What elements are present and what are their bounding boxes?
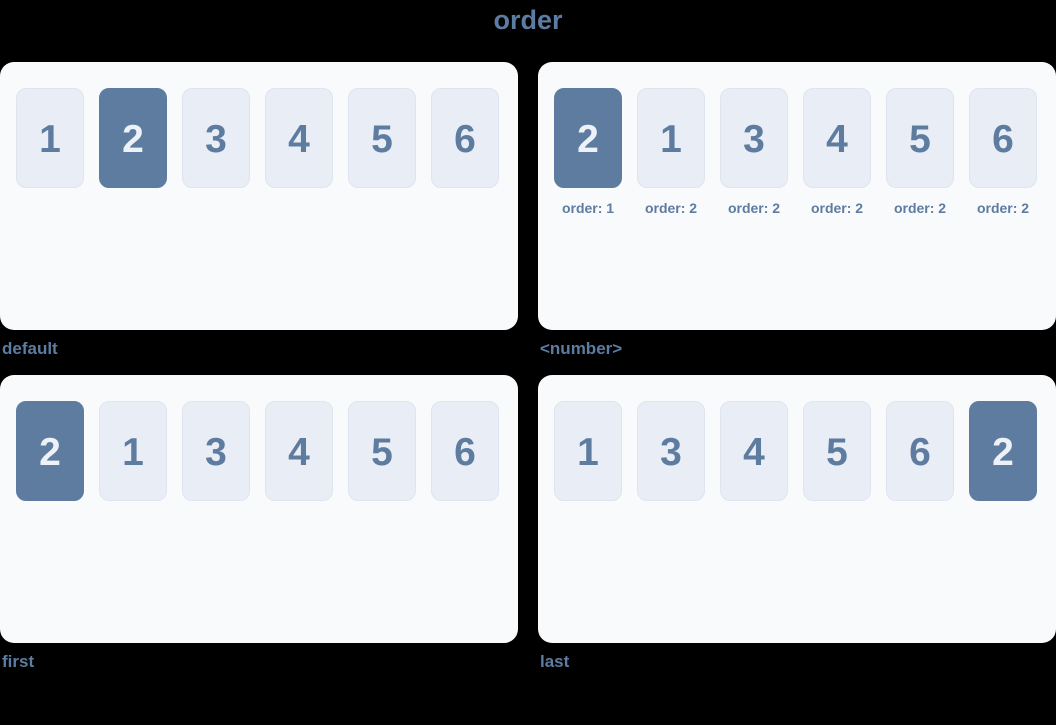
demo-cell-default: 1 2 3 4 5 6 default (0, 62, 518, 375)
box-3: 3 (720, 88, 788, 188)
box-5: 5 (348, 401, 416, 501)
flex-item: 1 order: 2 (637, 88, 705, 216)
box-1: 1 (16, 88, 84, 188)
flex-item: 6 order: 2 (969, 88, 1037, 216)
box-2-highlighted: 2 (969, 401, 1037, 501)
demo-cell-first: 2 1 3 4 5 6 first (0, 375, 518, 688)
panel-caption-number: <number> (540, 339, 623, 358)
flex-item: 6 (431, 88, 499, 188)
box-4: 4 (265, 88, 333, 188)
demo-cell-last: 1 3 4 5 6 2 last (538, 375, 1056, 688)
panel-default: 1 2 3 4 5 6 (0, 62, 518, 330)
order-value-label: order: 2 (810, 200, 864, 216)
panel-number: 2 order: 1 1 order: 2 3 order: 2 4 order… (538, 62, 1056, 330)
panel-last: 1 3 4 5 6 2 (538, 375, 1056, 643)
box-1: 1 (637, 88, 705, 188)
box-1: 1 (554, 401, 622, 501)
order-value-label: order: 2 (644, 200, 698, 216)
box-5: 5 (886, 88, 954, 188)
order-value-label: order: 2 (976, 200, 1030, 216)
flex-item: 2 (16, 401, 84, 501)
flex-item: 1 (99, 401, 167, 501)
box-4: 4 (720, 401, 788, 501)
flex-item: 1 (16, 88, 84, 188)
box-1: 1 (99, 401, 167, 501)
box-2-highlighted: 2 (554, 88, 622, 188)
box-6: 6 (886, 401, 954, 501)
box-4: 4 (265, 401, 333, 501)
flex-item: 1 (554, 401, 622, 501)
flex-item: 4 order: 2 (803, 88, 871, 216)
flex-item: 4 (265, 401, 333, 501)
flex-item: 4 (265, 88, 333, 188)
flex-item: 3 (637, 401, 705, 501)
panel-caption-first: first (2, 652, 35, 671)
box-6: 6 (969, 88, 1037, 188)
flex-item: 3 (182, 401, 250, 501)
demo-grid: 1 2 3 4 5 6 default 2 order: 1 1 order: … (0, 62, 1056, 688)
box-4: 4 (803, 88, 871, 188)
flex-item: 5 (348, 401, 416, 501)
flex-item: 5 order: 2 (886, 88, 954, 216)
flex-item: 5 (348, 88, 416, 188)
box-6: 6 (431, 88, 499, 188)
box-6: 6 (431, 401, 499, 501)
flex-item: 4 (720, 401, 788, 501)
page-title: order (493, 5, 563, 35)
order-value-label: order: 2 (727, 200, 781, 216)
panel-caption-default: default (2, 339, 58, 358)
box-5: 5 (803, 401, 871, 501)
flex-item: 2 (969, 401, 1037, 501)
box-3: 3 (637, 401, 705, 501)
flex-item: 6 (886, 401, 954, 501)
box-3: 3 (182, 88, 250, 188)
flex-item: 2 (99, 88, 167, 188)
demo-cell-number: 2 order: 1 1 order: 2 3 order: 2 4 order… (538, 62, 1056, 375)
panel-caption-last: last (540, 652, 570, 671)
flex-item: 5 (803, 401, 871, 501)
box-3: 3 (182, 401, 250, 501)
panel-first: 2 1 3 4 5 6 (0, 375, 518, 643)
flex-item: 3 order: 2 (720, 88, 788, 216)
order-value-label: order: 2 (893, 200, 947, 216)
flex-item: 3 (182, 88, 250, 188)
box-2-highlighted: 2 (99, 88, 167, 188)
box-5: 5 (348, 88, 416, 188)
order-value-label: order: 1 (561, 200, 615, 216)
flex-item: 6 (431, 401, 499, 501)
box-2-highlighted: 2 (16, 401, 84, 501)
flex-item: 2 order: 1 (554, 88, 622, 216)
